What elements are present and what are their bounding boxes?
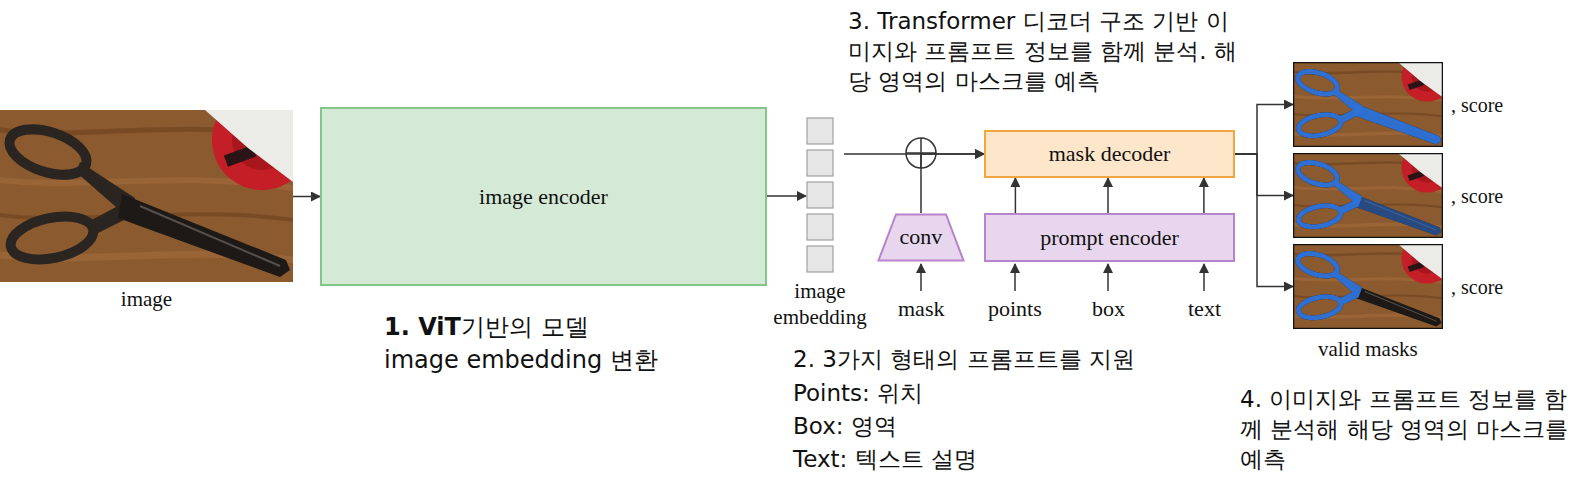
mask-overlay — [1295, 67, 1362, 139]
embedding-cell — [807, 118, 833, 144]
flow-arrow — [1107, 178, 1109, 213]
node-label: , score — [1451, 274, 1503, 300]
scene-picture — [1293, 62, 1443, 147]
node-label: image embedding — [760, 278, 880, 330]
annotation-text: 기반의 모델 — [461, 312, 589, 343]
picture-frame — [1293, 153, 1443, 238]
embedding-cell — [807, 246, 833, 272]
annotation-text: Box: 영역 — [793, 411, 897, 441]
input-name: points — [988, 294, 1042, 323]
node-label: mask decoder — [1049, 141, 1171, 166]
flow-arrow — [1203, 178, 1205, 213]
scene-photo — [1293, 153, 1443, 238]
flow-arrow — [1235, 154, 1293, 287]
embedding-cell — [807, 214, 833, 240]
encoder-box: image encoder — [320, 107, 767, 286]
flow-arrow — [767, 195, 806, 197]
decoder-box: mask decoder — [984, 130, 1235, 178]
mask-output: , score — [1293, 62, 1525, 147]
flow-arrow — [1235, 154, 1293, 196]
flow-arrow — [1015, 178, 1017, 213]
scene-picture — [1293, 244, 1443, 329]
flow-arrow — [1235, 105, 1293, 155]
input-name: text — [1188, 294, 1221, 323]
annotation-text: image embedding 변환 — [384, 345, 658, 376]
flow-arrow — [921, 154, 984, 213]
input-arrow — [1014, 264, 1016, 291]
scene-picture — [0, 110, 293, 282]
mask-overlay — [1353, 195, 1441, 236]
input-arrow — [920, 264, 922, 291]
node-label: image encoder — [479, 184, 608, 209]
annotation-text: 3. Transformer 디코더 구조 기반 이미지와 프롬프트 정보를 함… — [848, 6, 1248, 96]
annotation-text: Text: 텍스트 설명 — [793, 444, 977, 474]
node-label: image — [0, 286, 293, 312]
annotation-text: Points: 위치 — [793, 378, 923, 408]
node-label: , score — [1451, 183, 1503, 209]
embedding-cell — [807, 182, 833, 208]
input-name: mask — [898, 294, 944, 323]
mask-overlay — [1353, 104, 1441, 145]
scene-photo — [1293, 62, 1443, 147]
input-image: image — [0, 110, 293, 325]
scene-photo — [1293, 244, 1443, 329]
embedding-stack: image embedding — [760, 115, 880, 330]
input-arrow — [1203, 264, 1205, 291]
scene-photo — [0, 110, 293, 282]
input-arrow — [1107, 264, 1109, 291]
mask-output: , score — [1293, 153, 1525, 238]
embedding-cell — [807, 150, 833, 176]
conv-block: conv — [877, 213, 965, 262]
picture-frame — [1293, 62, 1443, 147]
prompt-encoder-box: prompt encoder — [984, 213, 1235, 262]
mask-output: , score — [1293, 244, 1525, 329]
mask-overlay — [1295, 158, 1362, 230]
output-name: valid masks — [1318, 336, 1418, 363]
trapezoid-outline — [879, 215, 964, 261]
picture-frame — [1293, 244, 1443, 329]
mask-overlay — [1295, 249, 1362, 321]
node-label: prompt encoder — [1040, 225, 1179, 250]
embedding-cells — [806, 117, 834, 275]
annotation-text: 4. 이미지와 프롬프트 정보를 함께 분석해 해당 영역의 마스크를 예측 — [1240, 384, 1575, 474]
callout-number: 1. ViT — [384, 312, 461, 343]
scene-picture — [1293, 153, 1443, 238]
flow-arrow — [293, 196, 320, 198]
input-name: box — [1092, 294, 1125, 323]
node-label: , score — [1451, 92, 1503, 118]
node-label: conv — [900, 225, 943, 249]
annotation-text: 2. 3가지 형태의 프롬프트를 지원 — [793, 344, 1135, 374]
